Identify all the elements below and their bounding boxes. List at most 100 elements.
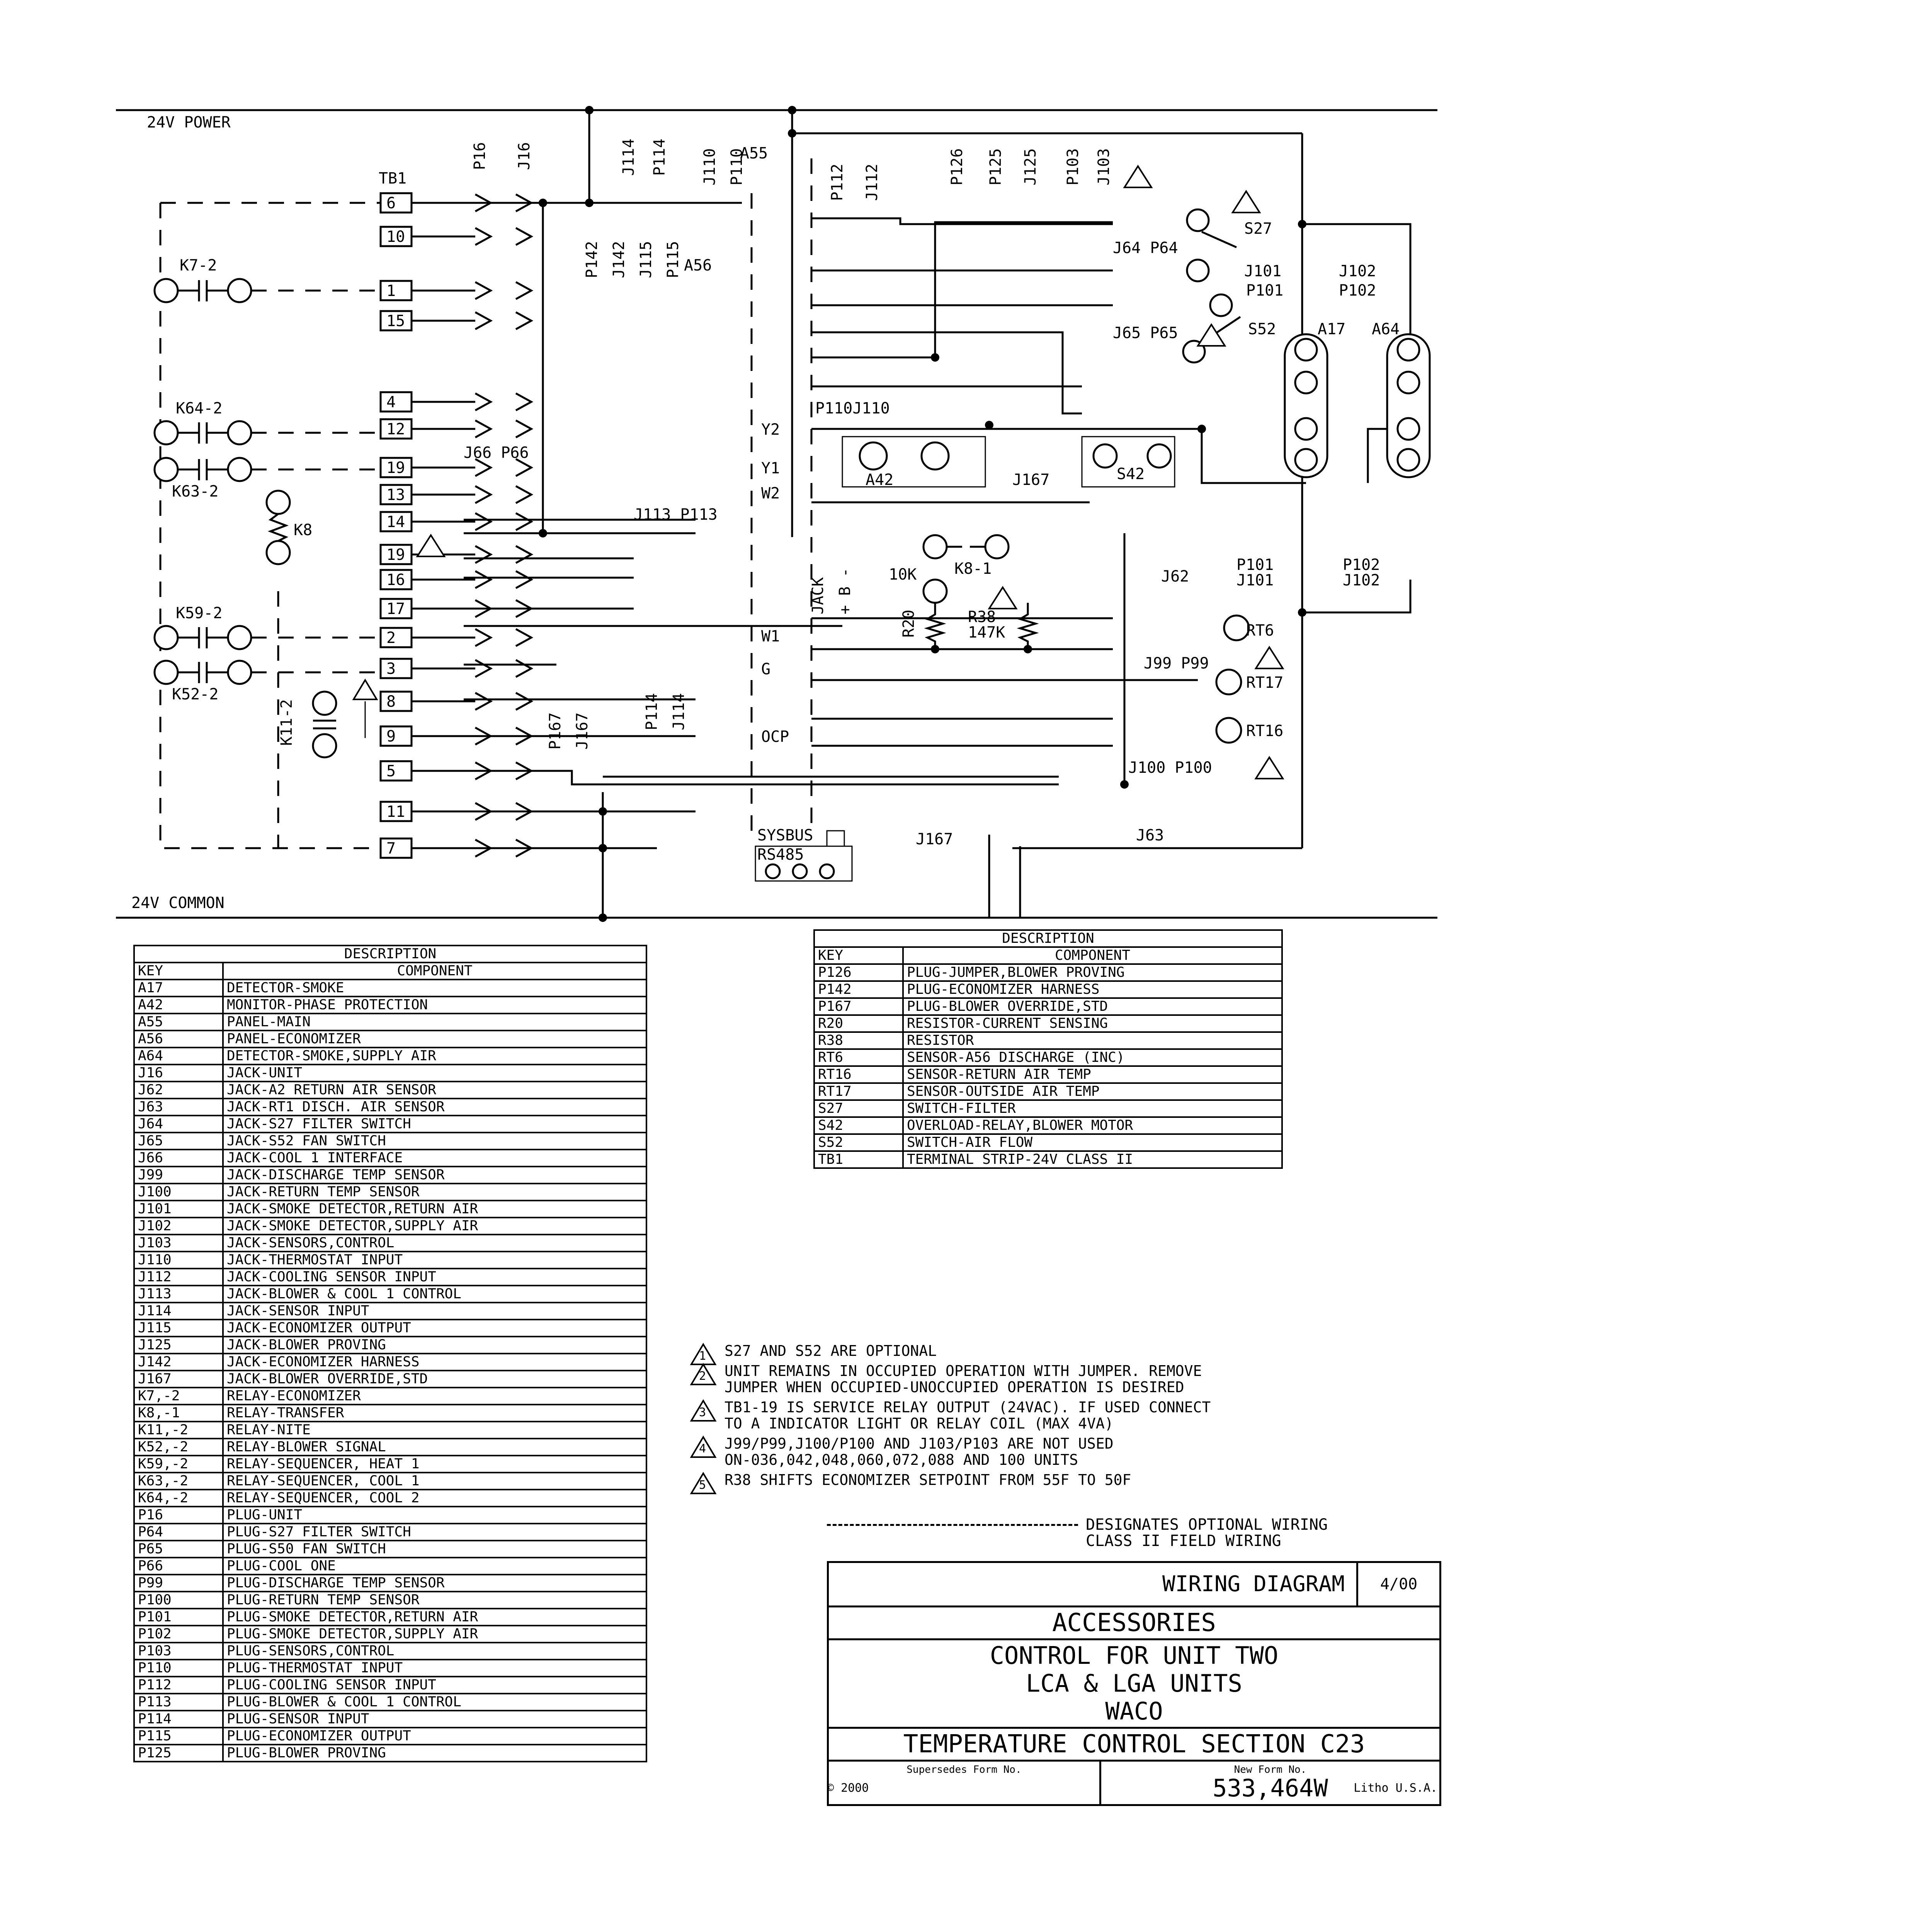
note-number: 5 [690,1472,724,1494]
component-key: K11,-2 [133,1421,224,1439]
table-title: DESCRIPTION [813,929,1283,948]
connector-label: P101 [1236,556,1274,574]
component-key: A56 [133,1030,224,1048]
component-key: J100 [133,1183,224,1201]
tb-terminal-label: 17 [386,600,405,618]
component-key: P110 [133,1659,224,1677]
component-key: A55 [133,1013,224,1031]
tb-terminal-label: 2 [386,629,396,647]
component-key: R38 [813,1031,904,1050]
note-number: 1 [690,1343,724,1365]
tb-terminal [379,192,413,214]
connector-label: JACK [809,577,827,614]
tb-terminal [379,760,413,782]
connector-pin [474,570,534,589]
tb-terminal-label: 1 [386,282,396,300]
svg-text:K63-2: K63-2 [172,483,218,500]
connector-label: A56 [684,257,712,274]
dashed-line-sample [827,1524,1078,1527]
connector-label: P142 [583,241,601,278]
connector-label: P110J110 [815,400,890,417]
component-key: A17 [133,979,224,997]
copyright: © 2000 [827,1781,869,1795]
litho: Litho U.S.A. [1354,1781,1437,1795]
tb-terminal-label: 10 [386,228,405,246]
component-description: PLUG-ECONOMIZER HARNESS [902,980,1283,999]
component-key: K52,-2 [133,1438,224,1456]
connector-label: Y1 [761,459,780,477]
connector-label: P110 [728,148,746,185]
svg-text:K8: K8 [294,521,312,539]
component-description: JACK-BLOWER PROVING [222,1336,647,1354]
connector-label: J113 P113 [634,506,718,524]
connector-label: J103 [1095,148,1113,185]
tb-terminal-label: 7 [386,840,396,857]
component-description: PLUG-SMOKE DETECTOR,RETURN AIR [222,1608,647,1626]
component-description: TERMINAL STRIP-24V CLASS II [902,1150,1283,1169]
relay-k52: K52-2 [153,660,252,703]
relay-k11: K11-2 [278,679,378,759]
note-number: 3 [690,1399,724,1432]
component-description: PANEL-ECONOMIZER [222,1030,647,1048]
note-item: 2 UNIT REMAINS IN OCCUPIED OPERATION WITH… [690,1363,1463,1395]
note-number-text: 2 [699,1369,706,1383]
component-description: RESISTOR [902,1031,1283,1050]
connector-label: J110 [701,148,719,185]
connector-label: J112 [863,164,881,201]
component-key: J142 [133,1353,224,1371]
component-key: J167 [133,1370,224,1388]
component-description: JACK-ECONOMIZER OUTPUT [222,1319,647,1337]
connector-label: R20 [900,610,918,638]
connector-label: S52 [1248,320,1276,338]
tb-label: TB1 [379,170,406,187]
tb-terminal [379,725,413,747]
component-description: SENSOR-A56 DISCHARGE (INC) [902,1048,1283,1067]
component-key: J102 [133,1217,224,1235]
legend-line-1: DESIGNATES OPTIONAL WIRING [1086,1516,1328,1534]
connector-label: J142 [610,241,628,278]
note-text: UNIT REMAINS IN OCCUPIED OPERATION WITH … [724,1362,1202,1396]
component-description: JACK-COOLING SENSOR INPUT [222,1268,647,1286]
component-key: K7,-2 [133,1387,224,1405]
supersedes-label: Supersedes Form No. [829,1762,1101,1804]
component-description: RELAY-SEQUENCER, HEAT 1 [222,1455,647,1473]
component-key: J63 [133,1098,224,1116]
component-description: JACK-S27 FILTER SWITCH [222,1115,647,1133]
component-description: PLUG-BLOWER OVERRIDE,STD [902,997,1283,1016]
component-key: J125 [133,1336,224,1354]
component-description: PLUG-BLOWER PROVING [222,1744,647,1762]
tb-terminal-label: 19 [386,459,405,477]
component-description: DETECTOR-SMOKE [222,979,647,997]
component-key: P114 [133,1710,224,1728]
connector-label: P167 [546,713,564,750]
connector-label: W2 [761,485,780,502]
component-description: MONITOR-PHASE PROTECTION [222,996,647,1014]
connector-label: RS485 [757,846,804,864]
connector-label: P102 [1343,556,1380,574]
connector-label: P125 [987,148,1005,185]
component-description: JACK-SENSORS,CONTROL [222,1234,647,1252]
